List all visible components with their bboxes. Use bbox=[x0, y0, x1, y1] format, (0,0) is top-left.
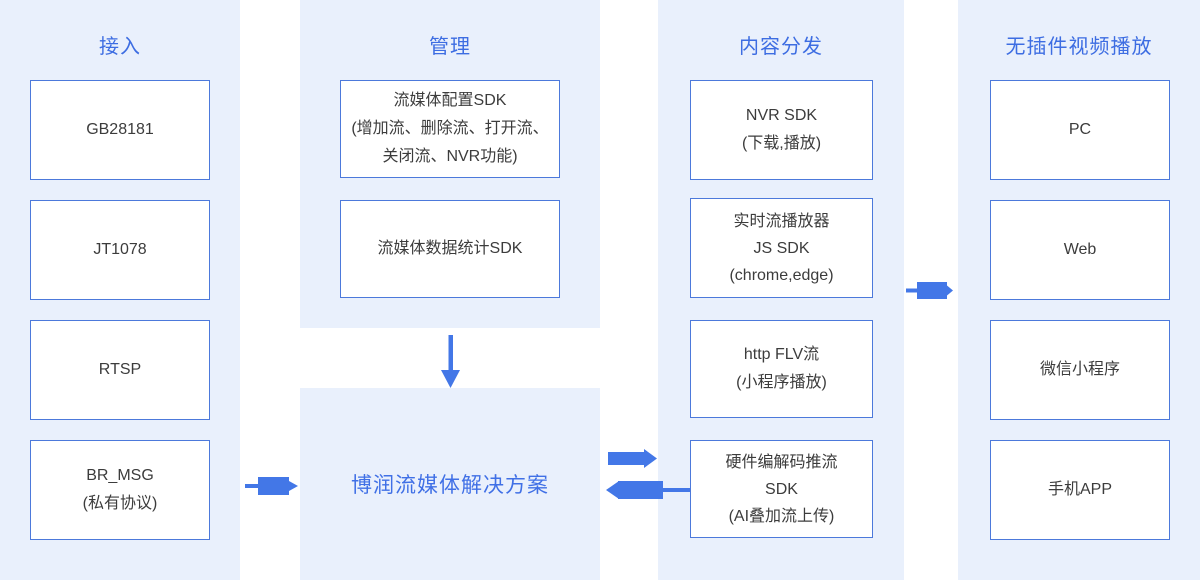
column-playback-title: 无插件视频播放 bbox=[1005, 36, 1153, 58]
node-stream-config-sdk: 流媒体配置SDK (增加流、删除流、打开流、 关闭流、NVR功能) bbox=[340, 80, 560, 178]
node-wechat-mini: 微信小程序 bbox=[990, 320, 1170, 420]
arrow-distribution-to-playback-icon bbox=[906, 282, 953, 299]
node-hw-codec-sdk: 硬件编解码推流 SDK (AI叠加流上传) bbox=[690, 440, 873, 538]
solution-title: 博润流媒体解决方案 bbox=[351, 474, 549, 497]
node-nvr-sdk: NVR SDK (下载,播放) bbox=[690, 80, 873, 180]
node-rtsp: RTSP bbox=[30, 320, 210, 420]
arrow-management-to-solution-icon bbox=[441, 335, 460, 388]
arrow-solution-to-distribution-icon bbox=[608, 449, 657, 468]
node-js-sdk: 实时流播放器 JS SDK (chrome,edge) bbox=[690, 198, 873, 298]
column-access: 接入 GB28181 JT1078 RTSP BR_MSG (私有协议) bbox=[0, 0, 240, 580]
column-access-title: 接入 bbox=[99, 36, 141, 58]
column-management: 管理 流媒体配置SDK (增加流、删除流、打开流、 关闭流、NVR功能) 流媒体… bbox=[300, 0, 600, 328]
arrow-distribution-to-solution-icon bbox=[606, 481, 690, 499]
node-pc: PC bbox=[990, 80, 1170, 180]
node-web: Web bbox=[990, 200, 1170, 300]
node-mobile-app: 手机APP bbox=[990, 440, 1170, 540]
node-gb28181: GB28181 bbox=[30, 80, 210, 180]
node-stream-stats-sdk: 流媒体数据统计SDK bbox=[340, 200, 560, 298]
node-br-msg: BR_MSG (私有协议) bbox=[30, 440, 210, 540]
node-jt1078: JT1078 bbox=[30, 200, 210, 300]
column-playback: 无插件视频播放 PC Web 微信小程序 手机APP bbox=[958, 0, 1200, 580]
column-management-title: 管理 bbox=[429, 36, 471, 58]
arrow-access-to-solution-icon bbox=[245, 477, 298, 495]
solution-block bbox=[300, 388, 600, 580]
node-http-flv: http FLV流 (小程序播放) bbox=[690, 320, 873, 418]
column-distribution-title: 内容分发 bbox=[739, 36, 823, 58]
column-distribution: 内容分发 NVR SDK (下载,播放) 实时流播放器 JS SDK (chro… bbox=[658, 0, 904, 580]
